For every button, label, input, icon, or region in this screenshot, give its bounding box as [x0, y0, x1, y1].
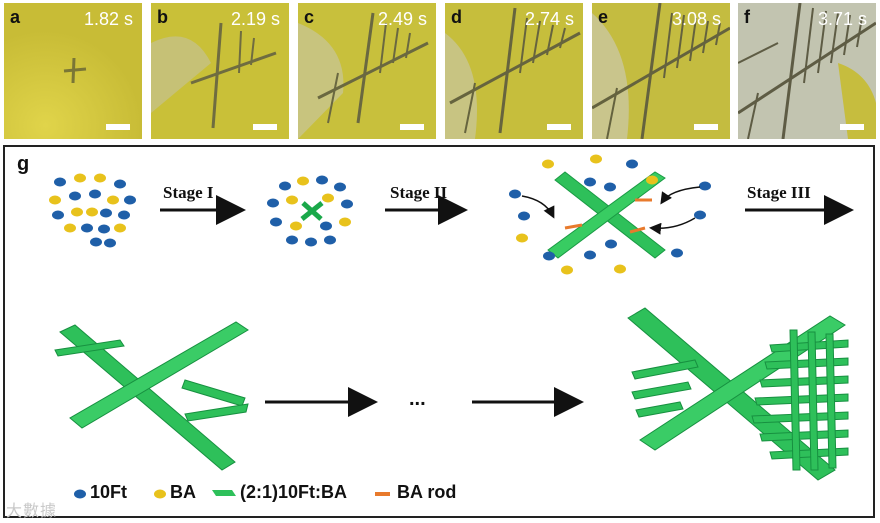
panel-time: 3.08 s	[671, 9, 721, 29]
panel-time: 2.74 s	[524, 9, 574, 29]
panel-time: 2.49 s	[377, 9, 427, 29]
panel-label: g	[17, 153, 30, 175]
panel-c: c 2.49 s	[298, 3, 436, 139]
legend-10ft-marker	[74, 489, 86, 499]
stage-3-label: Stage III	[747, 183, 811, 202]
panel-time: 1.82 s	[83, 9, 133, 29]
legend-ba-label: BA	[170, 482, 196, 502]
stage-2-label: Stage II	[390, 183, 448, 202]
molecule-cluster-nucleus	[267, 175, 353, 247]
scheme-panel-g: g	[3, 145, 875, 518]
scale-bar	[253, 124, 277, 130]
panel-label: a	[10, 7, 21, 27]
panel-d: d 2.74 s	[445, 3, 583, 139]
panel-e: e 3.08 s	[592, 3, 730, 139]
panel-label: f	[744, 7, 750, 27]
crystal-dense-branches	[627, 307, 849, 481]
legend-symbols	[74, 489, 390, 499]
scale-bar	[840, 124, 864, 130]
panel-b-image	[151, 3, 289, 139]
panel-c-image	[298, 3, 436, 139]
panel-a: a 1.82 s	[4, 3, 142, 139]
panel-label: d	[451, 7, 462, 27]
scale-bar	[106, 124, 130, 130]
panel-time: 3.71 s	[817, 9, 867, 29]
panel-label: b	[157, 7, 168, 27]
legend-10ft-label: 10Ft	[90, 482, 128, 502]
stage-1-label: Stage I	[163, 183, 214, 202]
panel-d-image	[445, 3, 583, 139]
watermark: 大數據	[6, 503, 58, 520]
legend-cocrystal-label: (2:1)10Ft:BA	[240, 482, 348, 502]
panel-b: b 2.19 s	[151, 3, 289, 139]
scale-bar	[400, 124, 424, 130]
molecule-cluster-initial	[49, 173, 136, 248]
panel-label: c	[304, 7, 315, 27]
panel-label: e	[598, 7, 609, 27]
panel-f: f 3.71 s	[738, 3, 876, 139]
legend-rod-label: BA rod	[397, 482, 457, 502]
panel-e-image	[592, 3, 730, 139]
panel-time: 2.19 s	[230, 9, 280, 29]
panel-a-image	[4, 3, 142, 139]
scale-bar	[694, 124, 718, 130]
scale-bar	[547, 124, 571, 130]
ellipsis: ...	[409, 388, 426, 410]
panel-f-image	[738, 3, 876, 139]
legend-cocrystal-marker	[212, 490, 236, 496]
crystal-growth-stage	[509, 154, 711, 275]
legend-ba-marker	[154, 489, 166, 499]
crystal-early-branches	[54, 321, 249, 471]
